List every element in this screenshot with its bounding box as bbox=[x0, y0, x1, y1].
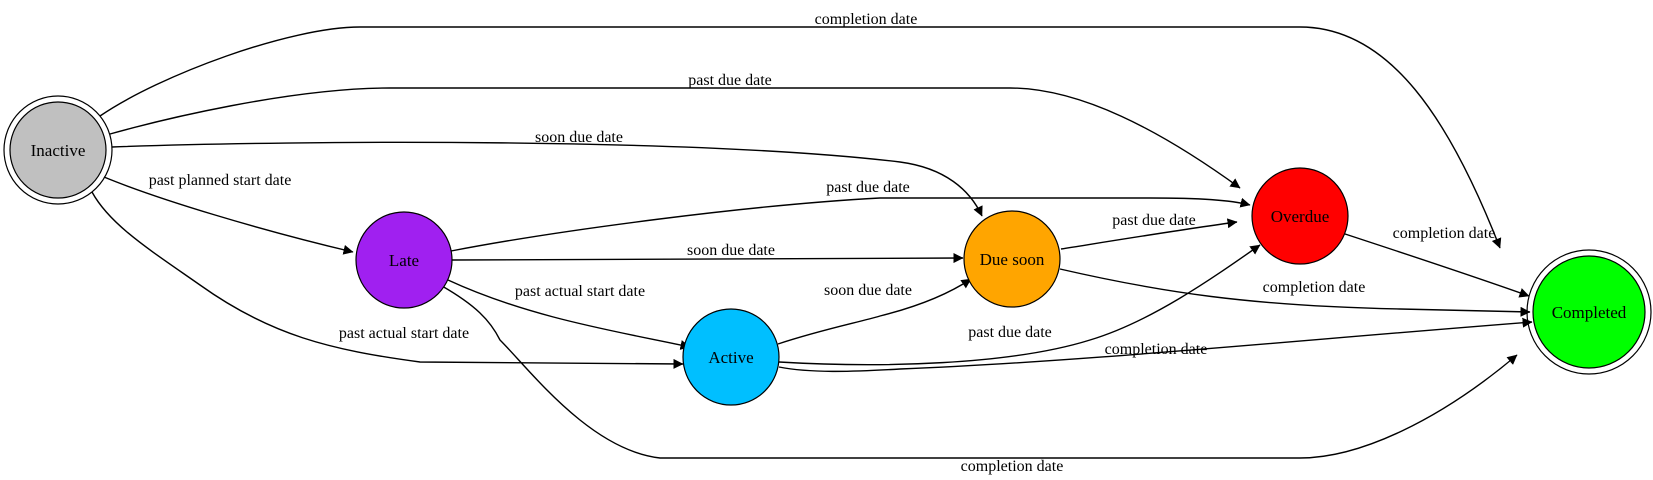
edge-inactive-completed: completion date bbox=[99, 11, 1502, 249]
edge-label-late-overdue: past due date bbox=[826, 179, 910, 196]
nodes-layer: Inactive Late Active Due soon Overdue bbox=[3, 95, 1652, 406]
node-active-label: Active bbox=[708, 348, 753, 367]
edge-active-duesoon: soon due date bbox=[777, 278, 972, 345]
edge-line-overdue-completed bbox=[1341, 232, 1530, 298]
edge-line-late-completed bbox=[441, 285, 1518, 459]
node-inactive: Inactive bbox=[3, 95, 113, 205]
edge-inactive-active: past actual start date bbox=[91, 191, 684, 369]
edge-line-inactive-completed bbox=[99, 26, 1502, 249]
edge-label-active-overdue: past due date bbox=[968, 324, 1052, 341]
node-inactive-label: Inactive bbox=[31, 141, 86, 160]
node-late-label: Late bbox=[389, 251, 419, 270]
edge-active-completed: completion date bbox=[778, 317, 1533, 373]
node-completed-circle bbox=[1532, 255, 1646, 369]
node-due-soon-circle bbox=[963, 210, 1061, 308]
node-completed-outer-ring bbox=[1526, 249, 1652, 375]
edge-label-inactive-duesoon: soon due date bbox=[535, 129, 623, 146]
edge-line-inactive-late bbox=[103, 176, 354, 255]
edge-label-late-duesoon: soon due date bbox=[687, 242, 775, 259]
edge-line-duesoon-completed bbox=[1059, 268, 1531, 317]
edge-label-inactive-active: past actual start date bbox=[339, 325, 469, 342]
edge-line-inactive-active bbox=[91, 191, 684, 369]
node-active: Active bbox=[682, 308, 780, 406]
node-due-soon: Due soon bbox=[963, 210, 1061, 308]
node-completed-label: Completed bbox=[1552, 303, 1627, 322]
edge-active-overdue: past due date bbox=[778, 244, 1261, 366]
node-inactive-circle bbox=[9, 101, 107, 199]
edge-label-overdue-completed: completion date bbox=[1393, 225, 1496, 242]
edges-layer: completion date past due date soon due d… bbox=[91, 11, 1533, 475]
node-completed: Completed bbox=[1526, 249, 1652, 375]
edge-label-active-duesoon: soon due date bbox=[824, 282, 912, 299]
edge-label-late-completed: completion date bbox=[961, 458, 1064, 475]
edge-late-completed: completion date bbox=[441, 285, 1518, 475]
edge-label-inactive-late: past planned start date bbox=[149, 172, 292, 189]
edge-label-duesoon-overdue: past due date bbox=[1112, 212, 1196, 229]
edge-late-active: past actual start date bbox=[447, 279, 691, 350]
edge-duesoon-overdue: past due date bbox=[1060, 212, 1238, 250]
edge-line-late-duesoon bbox=[451, 253, 964, 264]
node-active-circle bbox=[682, 308, 780, 406]
edge-line-active-completed bbox=[778, 317, 1533, 373]
node-late-circle bbox=[355, 211, 453, 309]
edge-line-late-active bbox=[447, 279, 691, 350]
edge-label-inactive-completed: completion date bbox=[815, 11, 918, 28]
edge-line-duesoon-overdue bbox=[1060, 218, 1238, 250]
edge-label-active-completed: completion date bbox=[1105, 341, 1208, 358]
edge-duesoon-completed: completion date bbox=[1059, 268, 1531, 317]
edge-label-duesoon-completed: completion date bbox=[1263, 279, 1366, 296]
edge-label-inactive-overdue: past due date bbox=[688, 72, 772, 89]
edge-line-active-duesoon bbox=[777, 278, 972, 345]
edge-line-late-overdue bbox=[450, 197, 1251, 252]
edge-inactive-overdue: past due date bbox=[109, 72, 1241, 189]
node-overdue: Overdue bbox=[1251, 167, 1349, 265]
edge-inactive-late: past planned start date bbox=[103, 172, 354, 255]
node-overdue-circle bbox=[1251, 167, 1349, 265]
node-inactive-outer-ring bbox=[3, 95, 113, 205]
edge-line-active-overdue bbox=[778, 244, 1261, 366]
edge-label-late-active: past actual start date bbox=[515, 283, 645, 300]
edge-line-inactive-overdue bbox=[109, 87, 1241, 189]
node-overdue-label: Overdue bbox=[1271, 207, 1330, 226]
node-due-soon-label: Due soon bbox=[980, 250, 1045, 269]
edge-inactive-duesoon: soon due date bbox=[111, 129, 983, 217]
edge-line-inactive-duesoon bbox=[111, 141, 983, 217]
edge-late-overdue: past due date bbox=[450, 179, 1251, 252]
edge-overdue-completed: completion date bbox=[1341, 225, 1530, 298]
edge-late-duesoon: soon due date bbox=[451, 242, 964, 264]
node-late: Late bbox=[355, 211, 453, 309]
